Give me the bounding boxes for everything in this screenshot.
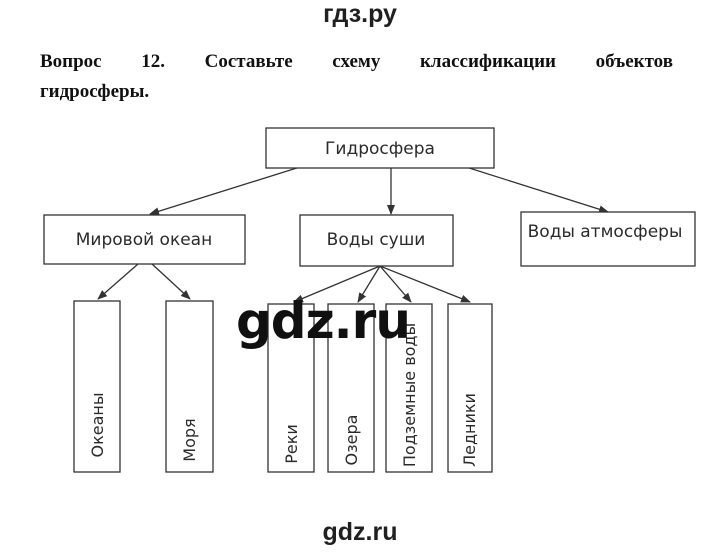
question-line-1: Вопрос 12. Составьте схему классификации… — [40, 47, 673, 77]
node-land-waters-box — [299, 214, 454, 267]
question-word: 12. — [141, 51, 165, 72]
arrow-land-waters-to-rivers — [293, 265, 381, 303]
site-name: гдз.ру — [323, 0, 397, 28]
arrow-land-waters-to-groundwater — [379, 265, 412, 303]
watermark-bottom-text: gdz.ru — [322, 518, 398, 546]
arrow-land-waters-to-glaciers — [379, 265, 471, 303]
arrow-world-ocean-to-oceans — [97, 263, 139, 300]
node-world-ocean-label: Мировой океан — [76, 230, 212, 250]
arrow-land-waters-to-lakes — [357, 265, 381, 303]
question-word: схему — [332, 51, 381, 72]
node-lakes-box — [327, 303, 375, 473]
node-atmosphere-waters-label: Воды атмосферы — [528, 222, 683, 242]
node-root-label: Гидросфера — [325, 139, 435, 159]
watermark-center: gdz.ru — [236, 292, 411, 350]
node-oceans-label: Океаны — [88, 393, 107, 458]
question-line-2: гидросферы. — [40, 81, 150, 102]
node-glaciers-box — [447, 303, 493, 473]
node-seas-label: Моря — [180, 418, 199, 461]
arrow-root-to-world-ocean — [149, 166, 301, 216]
question-word: объектов — [595, 51, 673, 72]
node-root-box — [265, 127, 495, 169]
node-seas-box — [165, 300, 214, 473]
arrow-world-ocean-to-seas — [151, 263, 191, 300]
node-atmosphere-waters-box — [520, 211, 696, 267]
node-groundwater-box — [385, 303, 433, 473]
arrow-root-to-atmosphere-waters — [465, 166, 609, 214]
watermark-bottom: gdz.ru — [0, 518, 720, 546]
nodes — [43, 127, 696, 473]
node-lakes-label: Озера — [342, 415, 361, 466]
question-word: классификации — [419, 51, 556, 72]
node-world-ocean-box — [43, 214, 246, 265]
question-word: Составьте — [204, 51, 293, 72]
node-labels: Гидросфера Мировой океан Воды суши Воды … — [76, 139, 683, 467]
node-glaciers-label: Ледники — [460, 393, 479, 467]
site-header: гдз.ру — [0, 0, 720, 28]
node-oceans-box — [73, 300, 121, 473]
node-rivers-box — [267, 303, 315, 473]
question-text: Вопрос 12. Составьте схему классификации… — [40, 47, 673, 107]
question-word: Вопрос — [40, 51, 102, 72]
node-land-waters-label: Воды суши — [327, 230, 426, 250]
node-groundwater-label: Подземные воды — [400, 323, 419, 467]
node-rivers-label: Реки — [282, 424, 301, 464]
connectors — [97, 166, 609, 303]
